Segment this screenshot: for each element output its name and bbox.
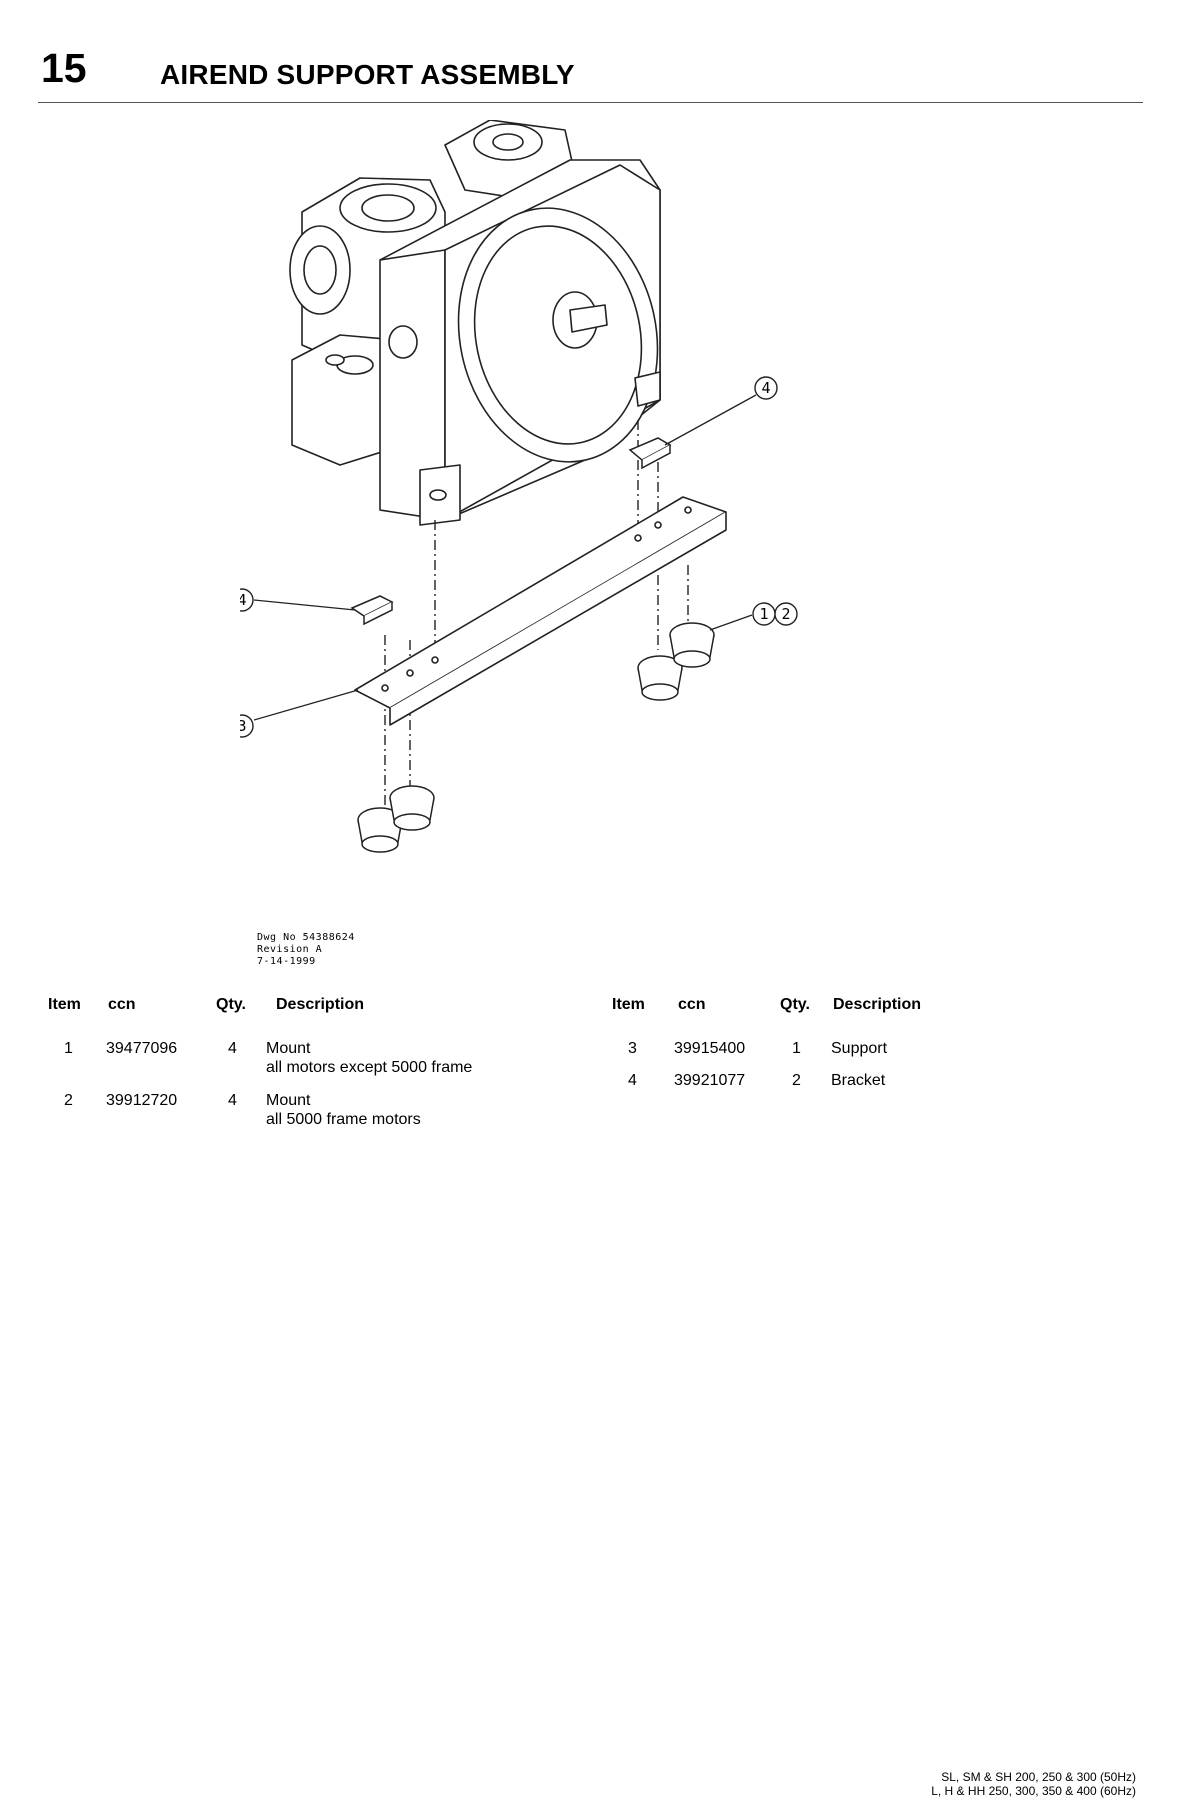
row-ccn: 39912720 (106, 1092, 178, 1109)
row-item: 3 (628, 1040, 637, 1057)
drive-shaft (569, 304, 608, 333)
callout-3: 3 (230, 714, 254, 738)
table-row: 4 39921077 2 Bracket (602, 1072, 1022, 1104)
parts-table-left: Item ccn Qty. Description 1 39477096 4 M… (38, 996, 558, 1136)
col-description: Description (833, 996, 922, 1013)
table-header: Item ccn Qty. Description (602, 996, 1022, 1020)
col-item: Item (48, 996, 81, 1013)
col-description: Description (276, 996, 365, 1013)
footer-models-50hz: SL, SM & SH 200, 250 & 300 (50Hz) (941, 1770, 1136, 1784)
section-number: 15 (41, 45, 87, 91)
mount-front-2 (389, 785, 435, 831)
drawing-note: Dwg No 54388624 Revision A 7-14-1999 (257, 932, 355, 968)
col-ccn: ccn (678, 996, 706, 1013)
callout-1: 1 (752, 602, 776, 626)
svg-text:2: 2 (781, 605, 790, 623)
col-qty: Qty. (780, 996, 810, 1013)
callout-4-top: 4 (754, 376, 778, 400)
row-description-detail: all 5000 frame motors (266, 1111, 421, 1128)
table-header: Item ccn Qty. Description (38, 996, 558, 1020)
svg-text:1: 1 (759, 605, 768, 623)
row-description: Bracket (831, 1072, 886, 1089)
row-qty: 4 (228, 1092, 237, 1109)
row-qty: 2 (792, 1072, 801, 1089)
row-item: 2 (64, 1092, 73, 1109)
footer-models-60hz: L, H & HH 250, 300, 350 & 400 (60Hz) (931, 1784, 1136, 1798)
col-item: Item (612, 996, 645, 1013)
svg-text:4: 4 (240, 591, 247, 609)
page-title: AIREND SUPPORT ASSEMBLY (160, 59, 575, 90)
page-footer: SL, SM & SH 200, 250 & 300 (50Hz) L, H &… (931, 1770, 1136, 1798)
callout-2: 2 (774, 602, 798, 626)
table-row: 3 39915400 1 Support (602, 1040, 1022, 1072)
row-item: 1 (64, 1040, 73, 1057)
svg-text:3: 3 (240, 717, 247, 735)
table-row: 2 39912720 4 Mount all 5000 frame motors (38, 1092, 558, 1136)
col-qty: Qty. (216, 996, 246, 1013)
mount-front-1 (357, 807, 403, 853)
page-header: 15 AIREND SUPPORT ASSEMBLY (38, 44, 1143, 103)
row-description: Mount (266, 1092, 311, 1109)
drawing-date: 7-14-1999 (257, 956, 316, 967)
drawing-revision: Revision A (257, 944, 323, 955)
mount-rear-1 (637, 655, 683, 701)
row-qty: 4 (228, 1040, 237, 1057)
row-description: Mount (266, 1040, 311, 1057)
row-ccn: 39921077 (674, 1072, 746, 1089)
exploded-assembly-drawing: 4 4 3 1 2 (230, 119, 960, 980)
row-item: 4 (628, 1072, 637, 1089)
parts-table-right: Item ccn Qty. Description 3 39915400 1 S… (602, 996, 1022, 1104)
assembly-illustration: 4 4 3 1 2 (230, 119, 798, 853)
row-qty: 1 (792, 1040, 801, 1057)
table-row: 1 39477096 4 Mount all motors except 500… (38, 1040, 558, 1092)
mount-rear-2 (669, 622, 715, 668)
row-ccn: 39915400 (674, 1040, 746, 1057)
row-description: Support (831, 1040, 888, 1057)
callout-4-left: 4 (230, 588, 254, 612)
row-ccn: 39477096 (106, 1040, 178, 1057)
row-description-detail: all motors except 5000 frame (266, 1059, 473, 1076)
drawing-number: Dwg No 54388624 (257, 932, 355, 943)
col-ccn: ccn (108, 996, 136, 1013)
svg-text:4: 4 (761, 379, 770, 397)
